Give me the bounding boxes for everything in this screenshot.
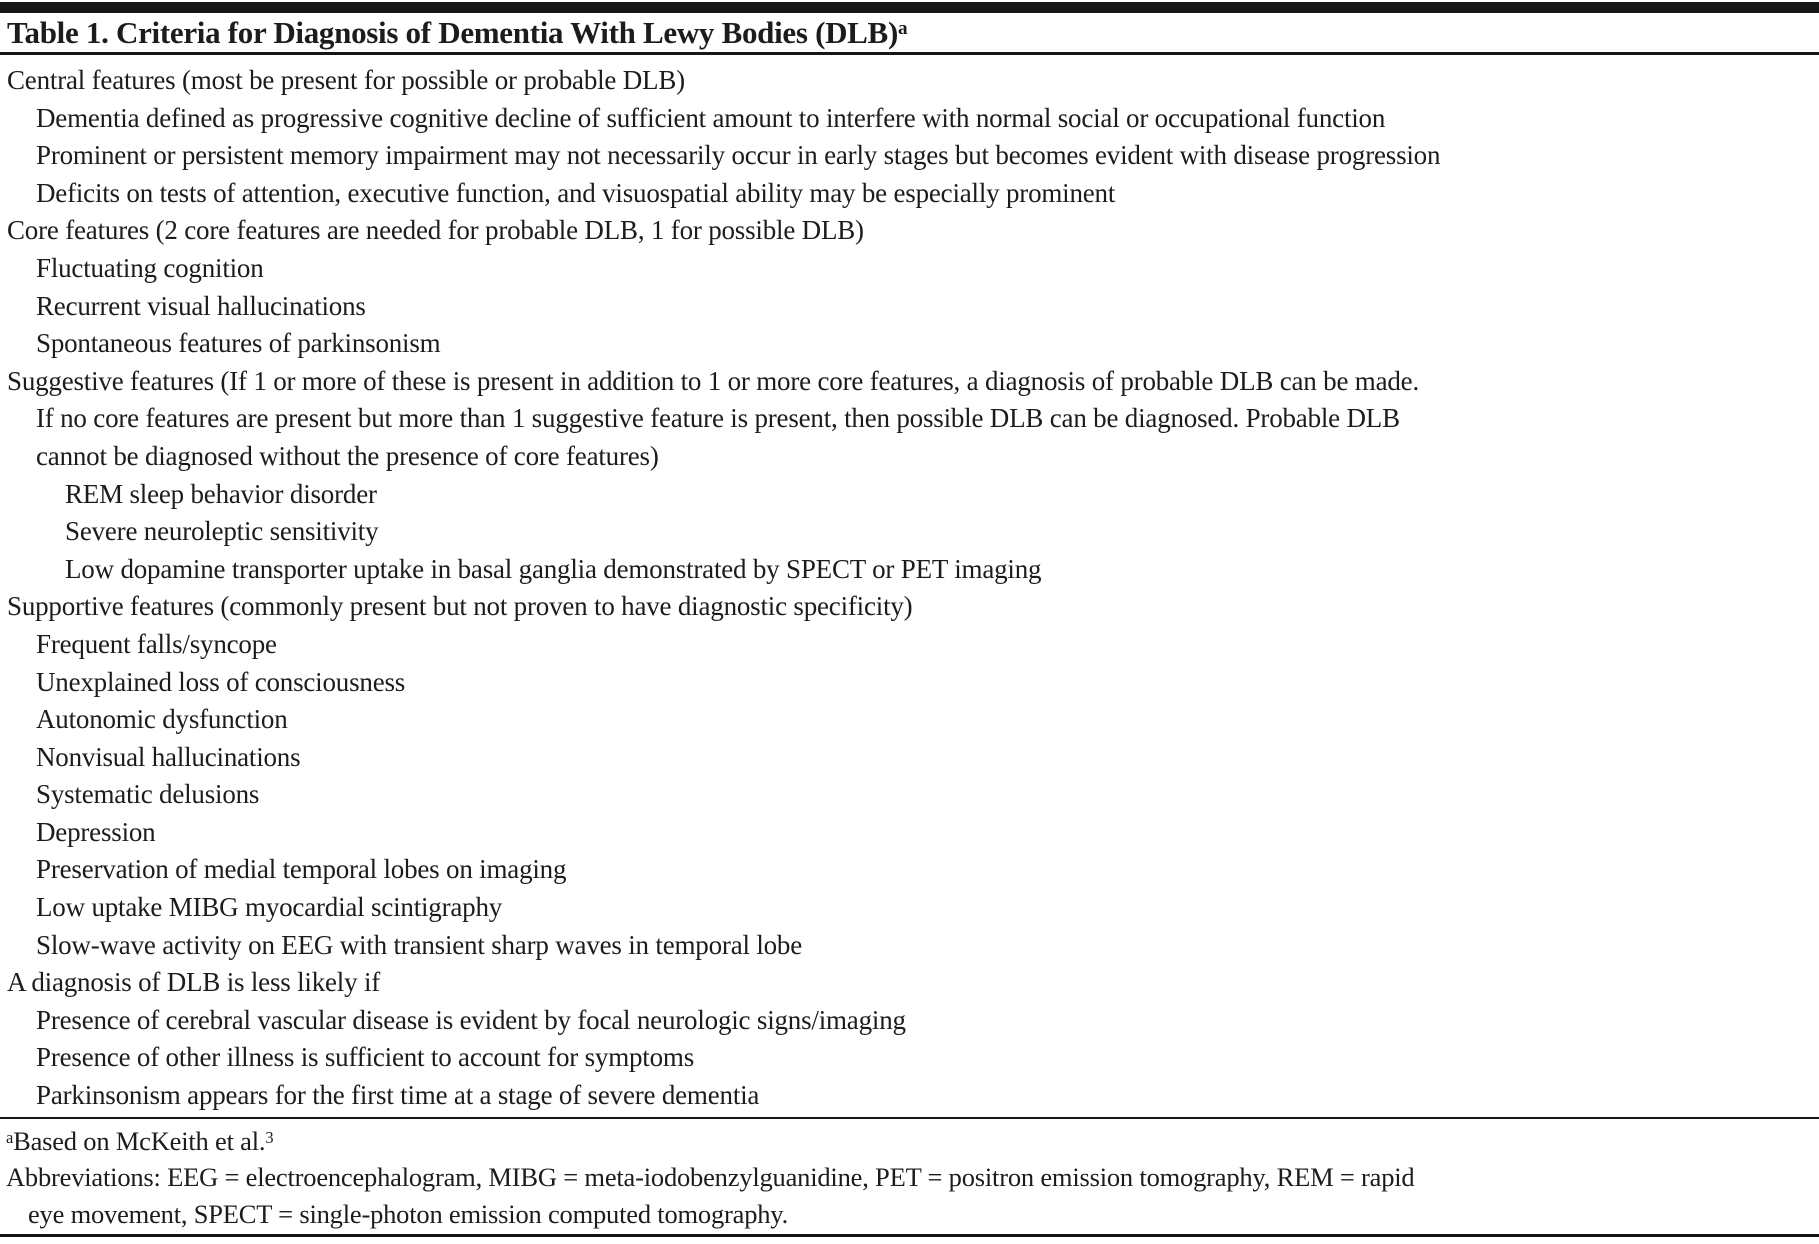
table-row: Supportive features (commonly present bu… [7,591,913,622]
table-row: Systematic delusions [36,779,260,810]
footnote-abbreviations-line2: eye movement, SPECT = single-photon emis… [28,1198,789,1229]
table-row: Fluctuating cognition [36,252,264,283]
table-row: Prominent or persistent memory impairmen… [36,140,1441,171]
table-title: Table 1. Criteria for Diagnosis of Demen… [7,13,1807,53]
table-row: Presence of other illness is sufficient … [36,1042,695,1073]
footnote-text: Based on McKeith et al. [13,1126,266,1156]
table-row: Presence of cerebral vascular disease is… [36,1004,906,1035]
table-row: Suggestive features (If 1 or more of the… [7,365,1419,396]
table-row: Unexplained loss of consciousness [36,666,406,697]
footnote-reference-number: 3 [265,1127,274,1147]
table-body: Central features (most be present for po… [0,62,1819,1115]
table-row: Severe neuroleptic sensitivity [65,516,379,547]
footnote-abbreviations-line1: Abbreviations: EEG = electroencephalogra… [6,1162,1415,1193]
table-row: Preservation of medial temporal lobes on… [36,854,567,885]
table-row: Nonvisual hallucinations [36,741,301,772]
table-title-text: Table 1. Criteria for Diagnosis of Demen… [7,15,898,50]
table-row: If no core features are present but more… [36,403,1400,434]
table-row: Autonomic dysfunction [36,704,288,735]
table-row: Slow-wave activity on EEG with transient… [36,929,803,960]
table-row: Core features (2 core features are neede… [7,215,864,246]
table-footnotes: aBased on McKeith et al.3 Abbreviations:… [0,1123,1819,1232]
table-row: REM sleep behavior disorder [65,478,377,509]
table-row: Recurrent visual hallucinations [36,290,366,321]
table-bottom-border [0,1234,1819,1237]
footnote-rule [0,1117,1819,1119]
table-row: Low uptake MIBG myocardial scintigraphy [36,892,503,923]
table-row: Depression [36,816,156,847]
table-row: cannot be diagnosed without the presence… [36,440,659,471]
title-rule [0,52,1819,55]
table-title-footnote-marker: a [897,18,908,40]
table-row: Frequent falls/syncope [36,628,277,659]
table-row: Deficits on tests of attention, executiv… [36,177,1116,208]
footnote-based-on: aBased on McKeith et al.3 [0,1123,1819,1159]
table-row: Spontaneous features of parkinsonism [36,328,441,359]
footnote-marker: a [6,1127,14,1147]
table-top-border [0,2,1819,13]
table-row: A diagnosis of DLB is less likely if [7,967,381,998]
table-row: Parkinsonism appears for the first time … [36,1080,760,1111]
table-row: Central features (most be present for po… [7,65,685,95]
table-row: Dementia defined as progressive cognitiv… [36,102,1386,133]
table-row: Low dopamine transporter uptake in basal… [65,553,1042,584]
